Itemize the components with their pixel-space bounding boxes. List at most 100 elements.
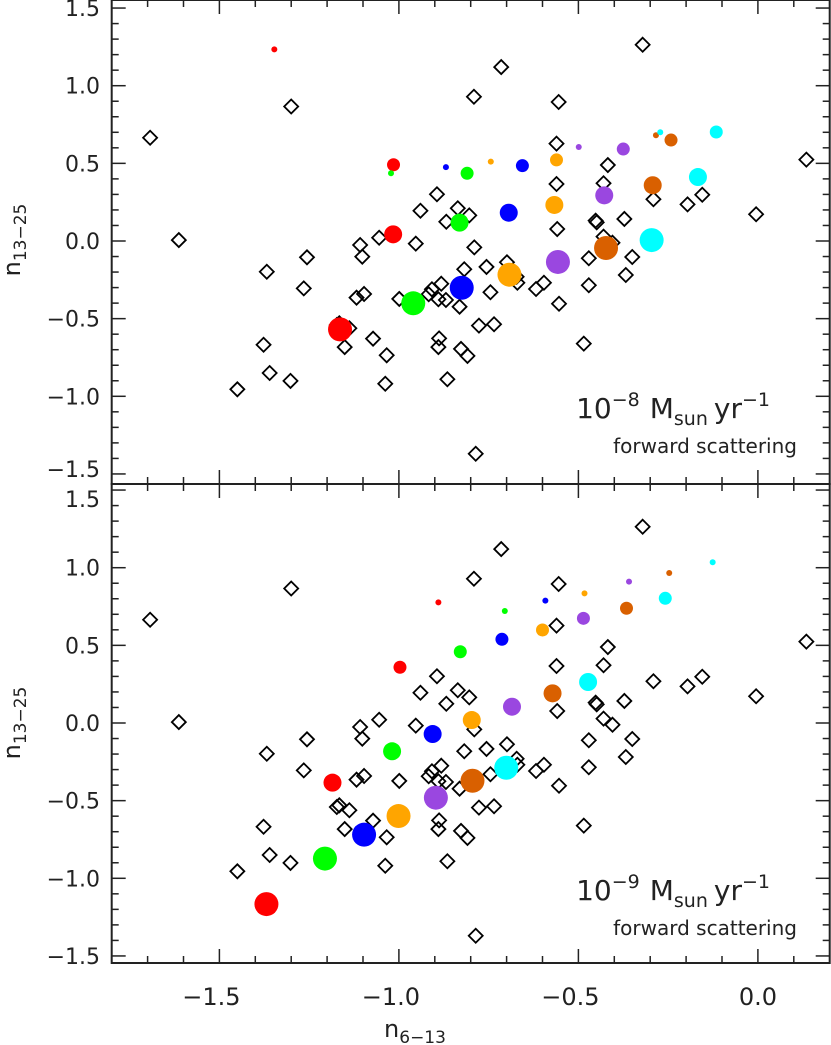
y-axis-label-top: n13−25: [0, 204, 31, 277]
observed-diamond-point: [229, 863, 246, 880]
observed-diamond-point: [588, 214, 605, 231]
model-point: [542, 597, 549, 604]
svg-text:forward scattering: forward scattering: [613, 434, 797, 458]
observed-diamond-point: [580, 276, 598, 294]
observed-diamond-point: [370, 711, 388, 729]
y-tick-label: 1.0: [65, 75, 100, 100]
observed-diamond-point: [141, 611, 159, 628]
model-point: [501, 608, 508, 615]
observed-diamond-point: [550, 295, 568, 313]
observed-diamond-point: [548, 175, 565, 193]
x-axis-label: n6−13: [384, 1015, 446, 1045]
model-point: [543, 684, 562, 703]
observed-diamond-point: [438, 695, 455, 713]
observed-diamond-point: [452, 822, 470, 840]
model-point: [545, 195, 564, 214]
observed-diamond-point: [617, 266, 635, 284]
model-point: [579, 673, 598, 692]
observed-diamond-point: [679, 678, 696, 695]
y-tick-label: 0.0: [65, 712, 100, 737]
observed-diamond-point: [376, 857, 394, 874]
observed-diamond-point: [548, 617, 565, 634]
observed-diamond-point: [376, 375, 394, 392]
observed-diamond-point: [255, 818, 272, 836]
observed-diamond-point: [580, 249, 598, 267]
y-tick-label: 0.5: [65, 152, 100, 177]
model-point: [495, 632, 509, 646]
model-point: [499, 203, 518, 222]
model-point: [442, 164, 449, 171]
observed-diamond-point: [141, 129, 159, 146]
model-point: [545, 249, 570, 274]
observed-diamond-point: [258, 263, 276, 281]
observed-diamond-point: [437, 773, 455, 791]
y-tick-label: 1.5: [65, 0, 100, 22]
observed-diamond-point: [595, 656, 612, 674]
model-point: [254, 892, 279, 917]
y-tick-label: −1.0: [47, 385, 100, 410]
model-point: [449, 275, 474, 300]
observed-diamond-point: [354, 248, 371, 265]
observed-diamond-point: [599, 156, 617, 174]
model-point: [657, 129, 664, 136]
model-point: [502, 697, 521, 716]
observed-diamond-point: [170, 713, 188, 731]
observed-diamond-point: [535, 756, 553, 774]
observed-diamond-point: [351, 718, 369, 736]
model-point: [453, 645, 467, 659]
y-tick-label: −1.0: [47, 867, 100, 892]
observed-diamond-point: [470, 799, 488, 816]
observed-diamond-point: [548, 135, 565, 152]
observed-diamond-point: [261, 364, 278, 382]
observed-diamond-point: [679, 196, 696, 213]
observed-diamond-point: [550, 575, 567, 593]
observed-diamond-point: [460, 689, 478, 706]
observed-diamond-point: [535, 274, 553, 292]
model-point: [328, 317, 353, 342]
model-point: [487, 158, 494, 165]
observed-diamond-point: [465, 570, 483, 587]
observed-diamond-point: [255, 336, 272, 354]
y-tick-label: 1.0: [65, 557, 100, 582]
observed-diamond-point: [485, 797, 503, 815]
svg-text:forward scattering: forward scattering: [613, 916, 797, 940]
observed-diamond-point: [465, 88, 483, 105]
observed-diamond-point: [430, 338, 447, 356]
observed-diamond-point: [439, 370, 456, 388]
observed-diamond-point: [336, 338, 353, 356]
observed-diamond-point: [412, 202, 429, 219]
model-point: [460, 166, 474, 180]
observed-diamond-point: [580, 731, 598, 749]
model-point: [550, 153, 564, 167]
observed-diamond-point: [282, 854, 299, 872]
observed-diamond-point: [378, 347, 395, 364]
observed-diamond-point: [459, 829, 476, 847]
model-point: [387, 158, 401, 172]
observed-diamond-point: [370, 229, 388, 247]
model-point: [652, 132, 659, 139]
x-tick-label: −1.5: [182, 983, 240, 1011]
observed-diamond-point: [617, 748, 635, 766]
model-point: [323, 773, 342, 792]
model-point: [536, 623, 549, 637]
model-point: [423, 785, 448, 810]
y-tick-label: 0.0: [65, 230, 100, 255]
model-point: [435, 599, 442, 606]
observed-diamond-point: [412, 684, 429, 701]
observed-diamond-point: [747, 206, 765, 223]
model-point: [462, 711, 481, 730]
x-tick-label: −1.0: [362, 983, 420, 1011]
model-point: [271, 46, 278, 53]
observed-diamond-point: [439, 852, 456, 870]
observed-diamond-point: [798, 633, 815, 650]
observed-diamond-point: [341, 802, 358, 819]
observed-diamond-point: [485, 315, 503, 333]
model-point: [515, 159, 529, 173]
observed-diamond-point: [575, 817, 593, 834]
observed-diamond-point: [355, 285, 373, 303]
observed-diamond-point: [336, 820, 353, 838]
model-point: [709, 125, 723, 139]
